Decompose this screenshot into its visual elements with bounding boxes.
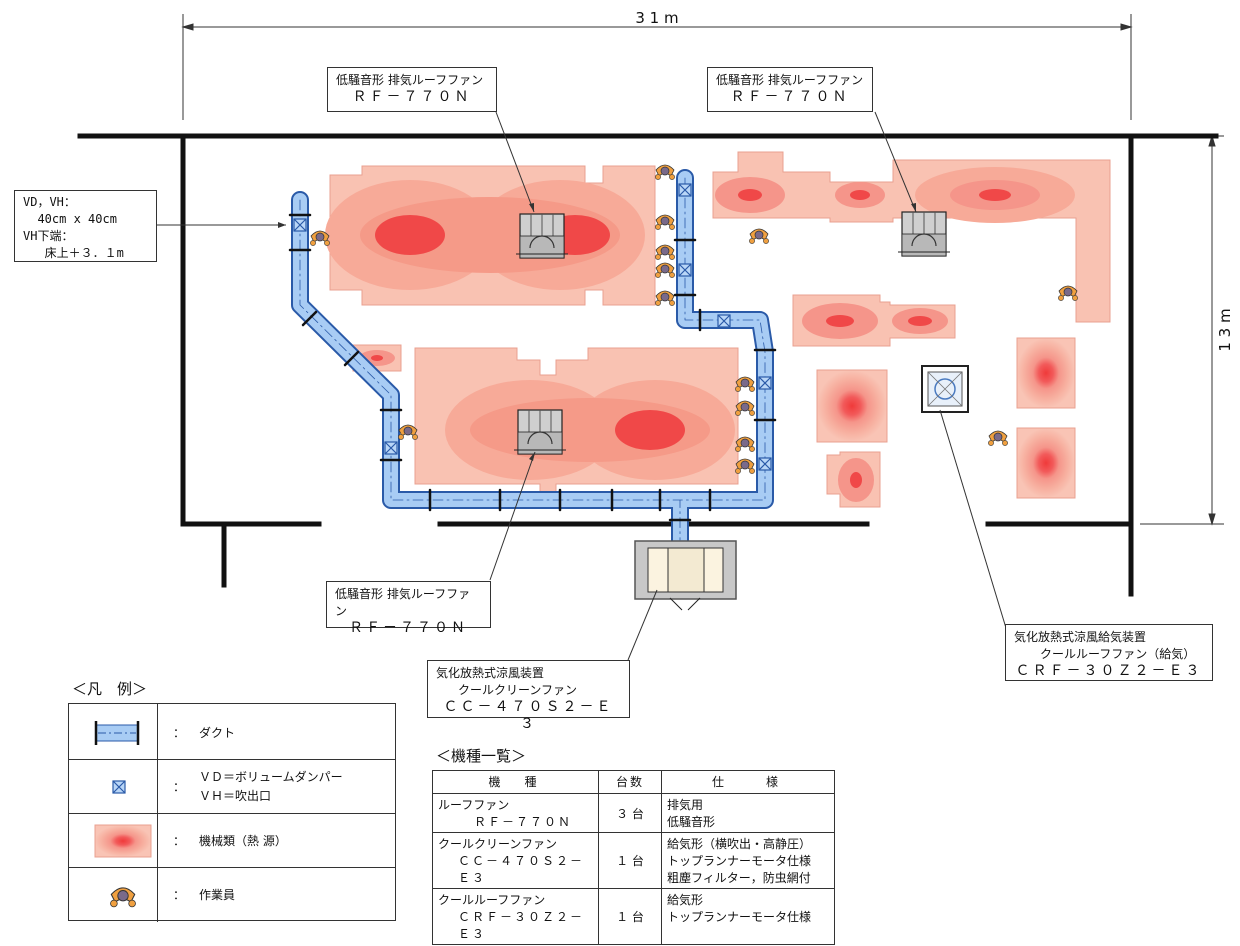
legend-label: 作業員 (199, 888, 236, 902)
heat-source-large-1 (325, 165, 656, 306)
heat-source-icon (69, 814, 158, 867)
callout-line2: クールルーフファン（給気） (1040, 647, 1196, 661)
vd-note-line: 40cm x 40cm (23, 212, 117, 226)
width-label: 3 1 m (635, 9, 678, 27)
equipment-name: ルーフファン (438, 798, 510, 812)
callout-model: ＣＣ－４７０Ｓ２－Ｅ３ (443, 699, 614, 732)
header-model: 機 種 (432, 770, 599, 794)
table-header-row: 機 種 台数 仕 様 (432, 770, 835, 794)
legend-row-duct: ： ダクト (69, 704, 395, 760)
callout-model: ＣＲＦ－３０Ｚ２－Ｅ３ (1015, 663, 1203, 679)
worker-icon (69, 868, 158, 922)
duct-system (288, 169, 777, 549)
spec-cell: 排気用 低騒音形 (661, 793, 835, 833)
width-dimension (181, 14, 1133, 120)
callout-line2: クールクリーンファン (458, 683, 578, 697)
callout-line1: 低騒音形 排気ルーフファン (335, 587, 471, 618)
qty-cell: １ 台 (598, 832, 662, 889)
spec-cell: 給気形（横吹出・高静圧） トップランナーモータ仕様 粗塵フィルター，防虫網付 (661, 832, 835, 889)
heat-source-large-2 (414, 347, 739, 493)
callout-line1: 気化放熱式涼風給気装置 (1014, 630, 1147, 644)
roof-fan-icon (513, 409, 567, 455)
legend-row-damper: ： ＶＤ＝ボリュームダンパー ＶＨ＝吹出口 (69, 760, 395, 814)
heat-source-small-row (352, 337, 1076, 508)
legend-colon: ： (173, 780, 186, 794)
legend-table: ： ダクト ： ＶＤ＝ボリュームダンパー ＶＨ＝吹出口 ： 機械類（熱 源） ：… (68, 703, 396, 922)
legend-row-heat: ： 機械類（熱 源） (69, 814, 395, 868)
spec-cell: 給気形 トップランナーモータ仕様 (661, 888, 835, 945)
qty-cell: １ 台 (598, 888, 662, 945)
spec-line: トップランナーモータ仕様 (667, 910, 812, 924)
volume-damper-markers (293, 183, 772, 471)
model-cell: ルーフファン ＲＦ－７７０Ｎ (432, 793, 599, 833)
equipment-model: ＣＣ－４７０Ｓ２－Ｅ３ (458, 854, 585, 885)
legend-label: 機械類（熱 源） (199, 834, 287, 848)
vd-note-line: VH下端： (23, 229, 74, 243)
spec-line: トップランナーモータ仕様 (667, 854, 812, 868)
callout-roof-fan-bottom: 低騒音形 排気ルーフファン ＲＦ－７７０Ｎ (326, 581, 491, 636)
table-row: クールクリーンファン ＣＣ－４７０Ｓ２－Ｅ３ １ 台 給気形（横吹出・高静圧） … (432, 832, 835, 889)
callout-model: ＲＦ－７７０Ｎ (349, 620, 468, 636)
spec-line: 低騒音形 (667, 815, 716, 829)
spec-line: 給気形（横吹出・高静圧） (667, 837, 812, 851)
equipment-model: ＲＦ－７７０Ｎ (474, 815, 573, 829)
qty-cell: ３ 台 (598, 793, 662, 833)
callout-model: ＲＦ－７７０Ｎ (352, 89, 472, 105)
callout-roof-fan-top-left: 低騒音形 排気ルーフファン ＲＦ－７７０Ｎ (327, 67, 497, 112)
table-row: クールルーフファン ＣＲＦ－３０Ｚ２－Ｅ３ １ 台 給気形 トップランナーモータ… (432, 888, 835, 945)
equipment-name: クールルーフファン (438, 893, 546, 907)
model-cell: クールクリーンファン ＣＣ－４７０Ｓ２－Ｅ３ (432, 832, 599, 889)
callout-leaders (157, 111, 1007, 661)
legend-label: ダクト (199, 726, 236, 740)
vd-note-line: 床上＋３．１m (23, 246, 124, 260)
volume-damper-icon (69, 760, 158, 813)
callout-cool-clean-fan: 気化放熱式涼風装置 クールクリーンファン ＣＣ－４７０Ｓ２－Ｅ３ (427, 660, 630, 732)
heat-source-top-right (712, 151, 1111, 323)
model-cell: クールルーフファン ＣＲＦ－３０Ｚ２－Ｅ３ (432, 888, 599, 945)
roof-fan-icon (897, 211, 951, 257)
equipment-list-title: ＜機種一覧＞ (436, 747, 527, 765)
vd-note-line: VD，VH： (23, 195, 76, 209)
equipment-name: クールクリーンファン (438, 837, 558, 851)
callout-cool-roof-fan: 気化放熱式涼風給気装置 クールルーフファン（給気） ＣＲＦ－３０Ｚ２－Ｅ３ (1005, 624, 1213, 681)
building-walls (77, 133, 1219, 597)
callout-roof-fan-top-right: 低騒音形 排気ルーフファン ＲＦ－７７０Ｎ (707, 67, 873, 112)
spec-line: 排気用 (667, 798, 704, 812)
callout-line1: 気化放熱式涼風装置 (436, 666, 545, 680)
height-label: 1 3 m (1216, 308, 1234, 351)
callout-line1: 低騒音形 排気ルーフファン (336, 73, 484, 87)
callout-model: ＲＦ－７７０Ｎ (730, 89, 850, 105)
legend-colon: ： (173, 888, 186, 902)
spec-line: 給気形 (667, 893, 704, 907)
vd-vh-note: VD，VH： 40cm x 40cm VH下端： 床上＋３．１m (14, 190, 157, 262)
legend-label: ＶＨ＝吹出口 (199, 789, 272, 803)
heat-source-mid-right (792, 294, 956, 347)
table-row: ルーフファン ＲＦ－７７０Ｎ ３ 台 排気用 低騒音形 (432, 793, 835, 833)
callout-line1: 低騒音形 排気ルーフファン (716, 73, 864, 87)
legend-title: ＜凡 例＞ (72, 680, 148, 698)
legend-colon: ： (173, 834, 186, 848)
header-spec: 仕 様 (661, 770, 835, 794)
cool-roof-fan-icon (921, 365, 969, 413)
roof-fan-icon (515, 213, 569, 259)
legend-colon: ： (173, 726, 186, 740)
spec-line: 粗塵フィルター，防虫網付 (667, 871, 811, 885)
duct-icon (69, 704, 158, 759)
height-dimension (1140, 134, 1224, 526)
legend-row-worker: ： 作業員 (69, 868, 395, 922)
cool-clean-fan-unit (634, 540, 737, 611)
equipment-table: 機 種 台数 仕 様 ルーフファン ＲＦ－７７０Ｎ ３ 台 排気用 低騒音形 ク… (432, 770, 835, 945)
legend-label: ＶＤ＝ボリュームダンパー (199, 770, 343, 784)
header-qty: 台数 (598, 770, 662, 794)
legend-symbols (94, 721, 152, 908)
equipment-model: ＣＲＦ－３０Ｚ２－Ｅ３ (458, 910, 585, 941)
